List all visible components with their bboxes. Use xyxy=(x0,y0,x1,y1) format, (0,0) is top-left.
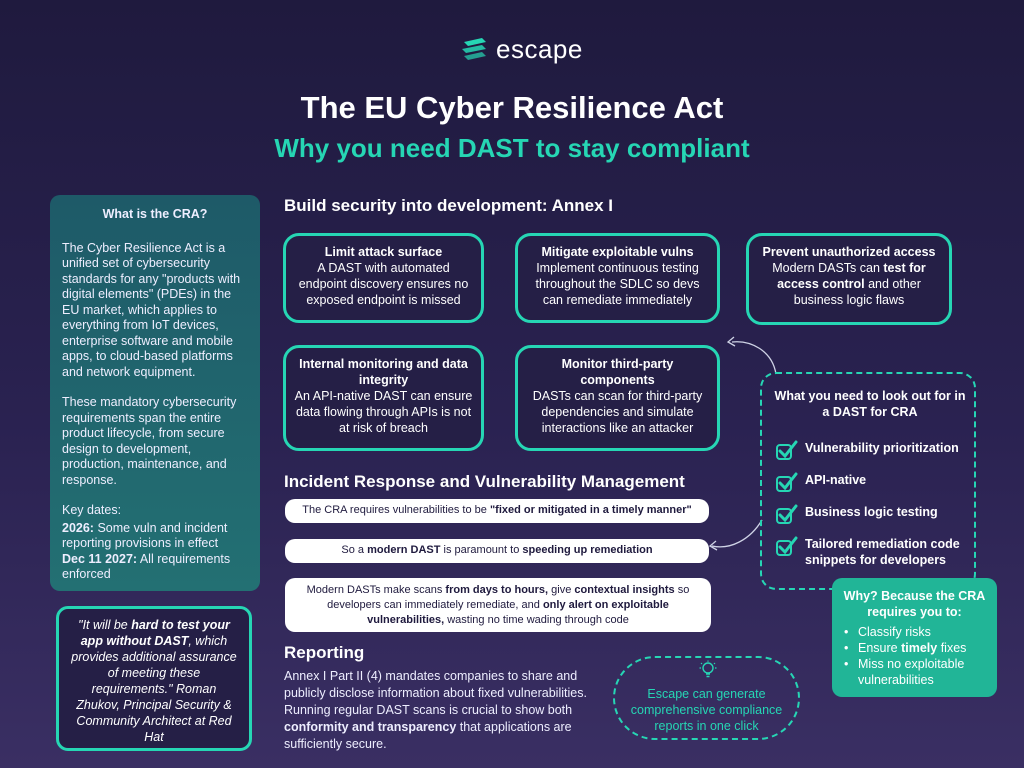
reporting-bold: conformity and transparency xyxy=(284,720,457,734)
why-item-2-bold: timely xyxy=(901,641,938,655)
bar-3-mid-1: give xyxy=(548,584,575,596)
lookout-item-label: Vulnerability prioritization xyxy=(805,441,959,455)
incident-bar-2: So a modern DAST is paramount to speedin… xyxy=(285,539,709,563)
why-item: Miss no exploitable vulnerabilities xyxy=(842,656,987,688)
checkmark-icon xyxy=(776,536,798,556)
annex-box-title: Monitor third-party components xyxy=(561,357,674,387)
dast-lookout-panel: What you need to look out for in a DAST … xyxy=(760,372,976,590)
why-list: Classify risks Ensure timely fixes Miss … xyxy=(842,624,987,688)
annex-box-pre: Modern DASTs can xyxy=(772,261,884,275)
quote-bold: hard to test your app without DAST xyxy=(80,618,230,648)
incident-bar-3: Modern DASTs make scans from days to hou… xyxy=(285,578,711,632)
bar-3-bold-1: from days to hours, xyxy=(445,584,549,596)
bar-3-bold-2: contextual insights xyxy=(574,584,675,596)
annex-box-title: Mitigate exploitable vulns xyxy=(541,245,694,259)
key-date-1-year: 2026: xyxy=(62,520,94,535)
why-item: Classify risks xyxy=(842,624,987,640)
key-date-2: Dec 11 2027: All requirements enforced xyxy=(62,552,248,583)
bar-3-mid-2: so developers can immediately remediate,… xyxy=(327,584,690,611)
annex-box-bold: test for access control xyxy=(777,261,926,291)
key-date-2-text: All requirements enforced xyxy=(62,551,231,582)
why-item-2-pre: Ensure xyxy=(858,641,902,655)
escape-callout: Escape can generate comprehensive compli… xyxy=(613,656,800,740)
annex-box-attack-surface: Limit attack surface A DAST with automat… xyxy=(283,233,484,323)
annex-box-post: and other business logic flaws xyxy=(793,277,921,307)
lookout-item-label: Tailored remediation code snippets for d… xyxy=(805,537,960,567)
callout-text: Escape can generate comprehensive compli… xyxy=(630,687,783,733)
lookout-item: Business logic testing xyxy=(776,504,938,524)
annex-heading: Build security into development: Annex I xyxy=(284,196,614,215)
page-subtitle: Why you need DAST to stay compliant xyxy=(274,133,750,163)
annex-box-data-integrity: Internal monitoring and data integrity A… xyxy=(283,345,484,451)
brand-logo: escape xyxy=(460,34,583,64)
why-item-2-post: fixes xyxy=(937,641,967,655)
lookout-item-label: API-native xyxy=(805,473,867,487)
cra-para-1: The Cyber Resilience Act is a unified se… xyxy=(62,240,241,379)
reporting-heading: Reporting xyxy=(284,643,365,662)
annex-box-exploitable-vulns: Mitigate exploitable vulns Implement con… xyxy=(515,233,720,323)
bar-3-post: wasting no time wading through code xyxy=(444,614,629,626)
bar-2-bold-2: speeding up remediation xyxy=(522,544,653,556)
annex-box-third-party: Monitor third-party components DASTs can… xyxy=(515,345,720,451)
curved-arrow-icon xyxy=(708,336,777,551)
quote-box: "It will be hard to test your app withou… xyxy=(56,606,252,751)
cra-heading: What is the CRA? xyxy=(102,207,208,221)
key-date-1: 2026: Some vuln and incident reporting p… xyxy=(62,521,248,552)
bar-3-pre: Modern DASTs make scans xyxy=(306,584,446,596)
page-title: The EU Cyber Resilience Act xyxy=(300,90,724,125)
annex-box-text: DASTs can scan for third-party dependenc… xyxy=(532,389,703,435)
key-date-1-text: Some vuln and incident reporting provisi… xyxy=(62,520,228,551)
annex-box-text: An API-native DAST can ensure data flowi… xyxy=(294,389,473,435)
reporting-pre: Annex I Part II (4) mandates companies t… xyxy=(284,669,587,717)
why-item: Ensure timely fixes xyxy=(842,640,987,656)
annex-box-title: Limit attack surface xyxy=(324,245,443,259)
reporting-text: Annex I Part II (4) mandates companies t… xyxy=(284,668,610,753)
annex-box-text: A DAST with automated endpoint discovery… xyxy=(298,261,469,307)
bar-1-bold: "fixed or mitigated in a timely manner" xyxy=(489,504,692,516)
escape-logo-icon xyxy=(462,38,486,60)
annex-box-text: Implement continuous testing throughout … xyxy=(535,261,700,307)
cra-info-panel: What is the CRA? The Cyber Resilience Ac… xyxy=(50,195,260,591)
lookout-item-label: Business logic testing xyxy=(805,505,938,519)
lookout-item: Vulnerability prioritization xyxy=(776,440,959,460)
checkmark-icon xyxy=(776,472,798,492)
checkmark-icon xyxy=(776,504,798,524)
brand-name: escape xyxy=(496,33,583,64)
lightbulb-icon xyxy=(699,660,717,678)
incident-bar-1: The CRA requires vulnerabilities to be "… xyxy=(285,499,709,523)
lookout-item: Tailored remediation code snippets for d… xyxy=(776,536,972,568)
key-date-2-year: Dec 11 2027: xyxy=(62,551,138,566)
annex-box-title: Internal monitoring and data integrity xyxy=(299,357,468,387)
bar-2-mid: is paramount to xyxy=(440,544,523,556)
quote-open: "It will be xyxy=(78,618,132,632)
bar-1-pre: The CRA requires vulnerabilities to be xyxy=(302,504,490,516)
checkmark-icon xyxy=(776,440,798,460)
why-box: Why? Because the CRA requires you to: Cl… xyxy=(832,578,997,697)
quote-rest: , which provides additional assurance of… xyxy=(71,634,237,744)
incident-heading: Incident Response and Vulnerability Mana… xyxy=(284,472,685,491)
lookout-title: What you need to look out for in a DAST … xyxy=(774,389,966,419)
reporting-post: that applications are sufficiently secur… xyxy=(284,720,572,751)
cra-para-2: These mandatory cybersecurity requiremen… xyxy=(62,395,237,487)
lookout-item: API-native xyxy=(776,472,866,492)
bar-2-pre: So a xyxy=(341,544,368,556)
bar-3-bold-3: only alert on exploitable vulnerabilitie… xyxy=(367,599,669,626)
annex-box-title: Prevent unauthorized access xyxy=(762,245,936,259)
why-title: Why? Because the CRA requires you to: xyxy=(843,589,986,619)
bar-2-bold-1: modern DAST xyxy=(367,544,441,556)
key-dates-label: Key dates: xyxy=(62,503,122,517)
annex-box-unauthorized-access: Prevent unauthorized access Modern DASTs… xyxy=(746,233,952,325)
